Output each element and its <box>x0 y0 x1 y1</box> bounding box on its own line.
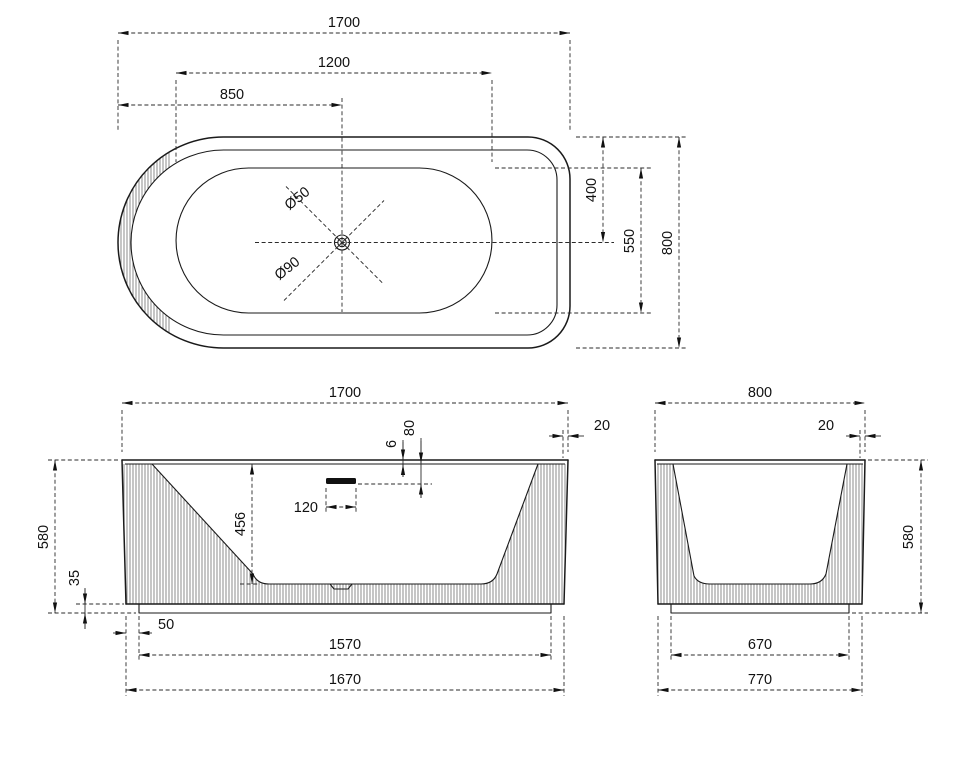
side-extension-lines <box>654 410 928 696</box>
dim-label-side-bottom-width: 770 <box>748 672 772 688</box>
dim-label-top-width: 800 <box>660 231 676 255</box>
tub-basin-outline <box>175 167 493 314</box>
dim-label-front-height: 580 <box>36 525 52 549</box>
dim-label-side-base-width: 670 <box>748 637 772 653</box>
dim-label-drain-large-diameter: Ø90 <box>272 254 303 283</box>
dim-label-front-bottom-length: 1670 <box>329 672 361 688</box>
dim-basin-width: 550 <box>622 168 644 313</box>
dim-label-basin-width: 550 <box>622 229 638 253</box>
dim-side-bottom-width: 770 <box>658 672 862 693</box>
side-plinth <box>670 604 850 614</box>
front-drain-notch <box>329 583 353 590</box>
centerline <box>285 186 385 285</box>
front-view: 1700 20 80 6 120 456 580 <box>36 385 610 696</box>
side-fluted-face-hatch <box>655 464 863 604</box>
front-plinth <box>138 604 552 614</box>
side-right-edge <box>861 459 866 605</box>
dim-drain-from-top: 400 <box>584 137 606 243</box>
dim-drain-from-left: 850 <box>118 87 342 108</box>
dim-front-rim-thickness: 6 <box>384 440 406 477</box>
top-view: 1700 1200 850 400 550 800 Ø50 Ø90 <box>117 15 688 349</box>
dim-label-front-overflow-depth: 80 <box>402 420 418 436</box>
dim-label-drain-from-left: 850 <box>220 87 244 103</box>
dim-front-depth: 456 <box>233 464 255 584</box>
dim-basin-length: 1200 <box>176 55 492 76</box>
dim-side-edge: 20 <box>818 418 881 439</box>
dim-front-overflow-width: 120 <box>294 500 356 516</box>
dim-label-side-edge: 20 <box>818 418 834 434</box>
side-left-edge <box>654 459 659 605</box>
dim-label-front-base-offset: 50 <box>158 617 174 633</box>
dim-top-length: 1700 <box>118 15 570 36</box>
top-view-extension-lines <box>117 40 688 349</box>
dim-label-front-base-length: 1570 <box>329 637 361 653</box>
dim-label-front-depth: 456 <box>233 512 249 536</box>
front-basin-outline <box>151 463 539 585</box>
dim-front-length: 1700 <box>122 385 568 406</box>
dim-label-front-rim-thickness: 6 <box>384 440 400 448</box>
dim-label-basin-length: 1200 <box>318 55 350 71</box>
tub-rim-outline <box>130 149 558 336</box>
dim-front-bottom-length: 1670 <box>126 672 564 693</box>
dim-front-base-length: 1570 <box>139 637 551 658</box>
dim-label-side-height: 580 <box>901 525 917 549</box>
front-right-edge <box>563 459 569 605</box>
dim-top-width: 800 <box>660 137 682 348</box>
dim-front-height: 580 <box>36 460 58 613</box>
dim-label-drain-small-diameter: Ø50 <box>282 184 313 213</box>
front-fluted-face-hatch <box>122 464 566 604</box>
dim-front-base-height: 35 <box>67 570 88 629</box>
dim-side-base-width: 670 <box>671 637 849 658</box>
side-view: 800 20 580 670 770 <box>654 385 928 696</box>
side-basin-outline <box>672 463 848 585</box>
dim-label-top-length: 1700 <box>328 15 360 31</box>
centerline <box>283 200 385 301</box>
front-left-edge <box>121 459 127 605</box>
front-overflow-slot <box>326 478 356 484</box>
dim-label-front-edge: 20 <box>594 418 610 434</box>
dim-front-overflow-depth: 80 <box>402 420 424 498</box>
dim-side-height: 580 <box>901 460 924 613</box>
dim-label-front-base-height: 35 <box>67 570 83 586</box>
dim-label-drain-from-top: 400 <box>584 178 600 202</box>
dim-label-front-overflow-width: 120 <box>294 500 318 516</box>
dim-front-edge: 20 <box>549 418 610 439</box>
top-view-fluted-end-hatch <box>118 151 170 334</box>
dim-label-front-length: 1700 <box>329 385 361 401</box>
dim-side-width: 800 <box>655 385 865 406</box>
dim-label-side-width: 800 <box>748 385 772 401</box>
dim-front-base-offset: 50 <box>113 617 174 636</box>
top-view-centerlines <box>255 98 614 312</box>
